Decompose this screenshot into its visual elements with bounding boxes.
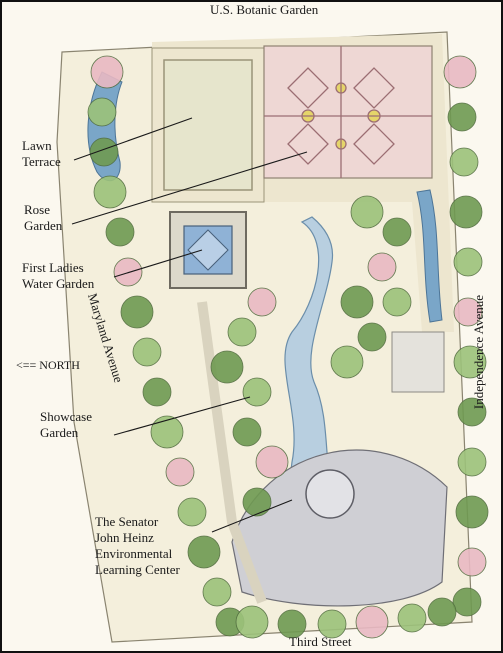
tree	[90, 55, 124, 89]
label-leaders	[71, 117, 308, 533]
tree	[142, 377, 172, 407]
tree	[150, 415, 184, 449]
tree	[453, 297, 483, 327]
street-right-label: Independence Avenue	[471, 294, 487, 410]
rose-garden	[263, 45, 433, 179]
tree	[120, 295, 154, 329]
tree	[452, 587, 482, 617]
tree	[187, 535, 221, 569]
tree	[277, 609, 307, 639]
water-garden-pattern	[187, 229, 229, 271]
tree	[255, 445, 289, 479]
tree	[382, 217, 412, 247]
tree	[93, 175, 127, 209]
tree	[227, 317, 257, 347]
street-bottom-label: Third Street	[289, 634, 352, 649]
tree	[457, 397, 487, 427]
north-indicator: <== NORTH	[16, 358, 80, 372]
heinz-rotunda	[305, 469, 355, 519]
tree	[87, 97, 117, 127]
tree	[453, 345, 487, 379]
tree	[355, 605, 389, 639]
tree	[427, 597, 457, 627]
tree	[317, 609, 347, 639]
tree	[165, 457, 195, 487]
side-building	[391, 331, 445, 393]
tree	[177, 497, 207, 527]
tree	[132, 337, 162, 367]
tree	[457, 447, 487, 477]
tree	[242, 377, 272, 407]
tree	[105, 217, 135, 247]
heinz-learning-center	[231, 449, 448, 607]
tree	[453, 247, 483, 277]
tree	[330, 345, 364, 379]
maryland-walkway	[197, 301, 267, 604]
east-water-channel	[416, 189, 443, 323]
tree	[455, 495, 489, 529]
tree	[242, 487, 272, 517]
street-top-label: U.S. Botanic Garden	[210, 2, 319, 17]
tree	[202, 577, 232, 607]
tree	[449, 195, 483, 229]
tree	[447, 102, 477, 132]
tree	[247, 287, 277, 317]
tree	[113, 257, 143, 287]
tree	[232, 417, 262, 447]
tree	[397, 603, 427, 633]
tree-canopy	[87, 55, 489, 639]
tree	[443, 55, 477, 89]
lawn-terrace	[163, 59, 253, 191]
tree	[350, 195, 384, 229]
tree	[357, 322, 387, 352]
tree	[89, 137, 119, 167]
tree	[449, 147, 479, 177]
rose-garden-parterres	[264, 46, 432, 178]
tree	[235, 605, 269, 639]
tree	[210, 350, 244, 384]
tree	[382, 287, 412, 317]
tree	[367, 252, 397, 282]
tree	[340, 285, 374, 319]
tree	[457, 547, 487, 577]
